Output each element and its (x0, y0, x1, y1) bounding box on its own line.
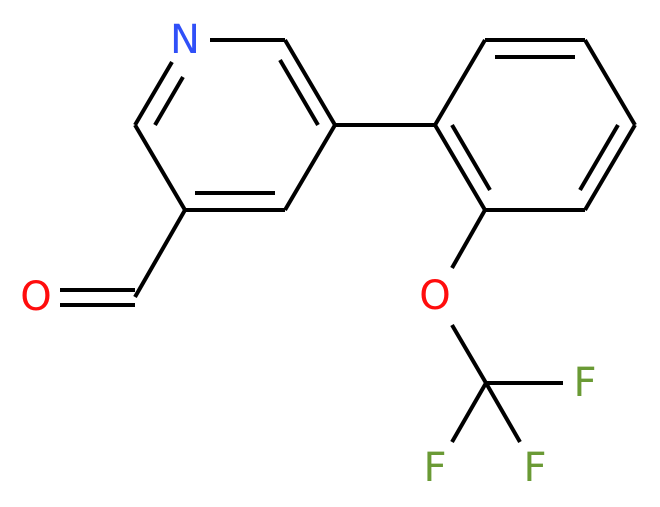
bond-double-inner (450, 123, 492, 192)
bond (133, 209, 187, 298)
bond (450, 323, 488, 385)
atom-oxygen-ether: O (419, 273, 450, 319)
bond (583, 38, 637, 127)
pyridine-ring (133, 38, 337, 212)
bond (583, 123, 637, 212)
bond (433, 38, 487, 127)
atom-oxygen-aldehyde: O (20, 274, 51, 320)
aldehyde-group (60, 209, 187, 307)
bond (450, 209, 487, 269)
bond (133, 123, 187, 212)
phenyl-ring (433, 38, 637, 212)
bond (283, 123, 337, 212)
atom-nitrogen: N (170, 17, 200, 63)
bond-double-inner (153, 75, 185, 127)
bond (433, 123, 487, 212)
bond (484, 382, 522, 443)
bond (450, 382, 488, 443)
atom-fluorine: F (573, 360, 596, 406)
bond (133, 60, 174, 127)
atom-fluorine: F (423, 445, 446, 491)
bond (283, 38, 337, 127)
bond-double-inner (278, 58, 320, 127)
trifluoromethoxy-group (450, 209, 563, 443)
bond-double-inner (578, 123, 620, 192)
atom-fluorine: F (523, 445, 546, 491)
